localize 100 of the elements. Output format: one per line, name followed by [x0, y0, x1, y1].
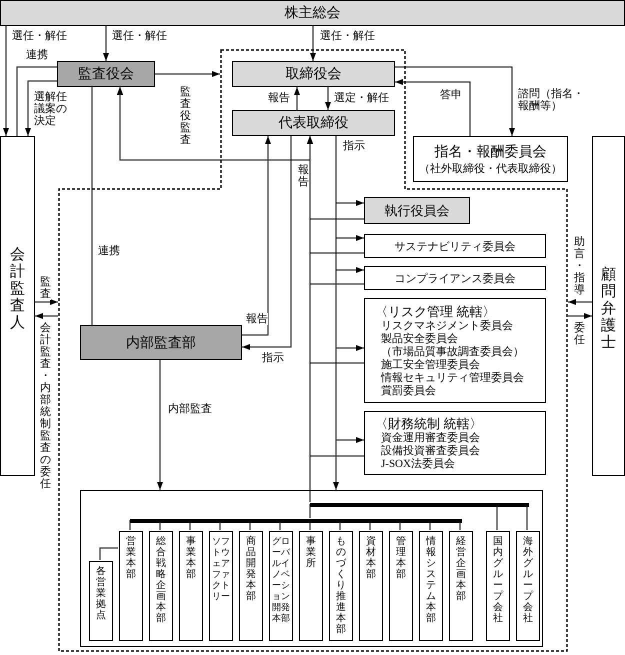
box-sublabel: （社外取締役・代表取締役）	[419, 162, 562, 176]
arrow	[34, 299, 58, 305]
edge-label: 選任・解任	[320, 30, 375, 42]
list-item: 製品安全委員会	[380, 333, 458, 346]
org-box	[364, 197, 470, 224]
arrow	[154, 71, 220, 77]
arrow	[242, 136, 292, 350]
arrow	[394, 79, 470, 136]
box-label: ものづくり推進本部	[336, 536, 346, 635]
edge-label: 選任・解任	[112, 30, 167, 42]
org-box	[89, 561, 113, 641]
org-box	[299, 531, 323, 641]
arrow	[310, 26, 316, 62]
arrow	[394, 66, 515, 136]
arrow	[103, 26, 109, 62]
arrow	[3, 26, 9, 136]
org-box	[329, 531, 353, 641]
arrow	[242, 136, 271, 336]
org-box	[209, 531, 233, 641]
edge-label: 指示	[262, 352, 284, 364]
edge-label: 報告	[268, 92, 290, 104]
org-box	[269, 531, 293, 641]
org-box	[449, 531, 473, 641]
edge-label: 連携	[26, 49, 48, 61]
box-heading: 〈リスク管理 統轄〉	[375, 303, 496, 320]
box-label: 国内グループ会社	[493, 536, 503, 624]
box-label: 指名・報酬委員会	[434, 143, 546, 160]
edge-label: 委任	[574, 322, 585, 346]
edge-label: 選任・解任	[12, 30, 67, 42]
list-item: J-SOX法委員会	[380, 458, 455, 471]
org-box	[359, 531, 383, 641]
bus-bar	[310, 503, 529, 507]
box-label: 経営企画本部	[456, 536, 466, 602]
box-label: 情報システム本部	[426, 536, 436, 624]
box-label: 事業本部	[186, 536, 196, 580]
org-box	[364, 266, 546, 290]
org-box	[389, 531, 413, 641]
org-box	[232, 61, 395, 87]
edge-label: 助言・指導	[574, 236, 585, 296]
arrow	[294, 86, 300, 110]
box-label: グローバルイノベーション開発本部	[271, 536, 291, 624]
list-item: リスクマネジメント委員会	[380, 320, 513, 332]
edge-label: 報告	[298, 164, 309, 188]
org-box	[179, 531, 203, 641]
org-box	[119, 531, 143, 641]
box-label: 事業所	[306, 536, 316, 569]
box-label: 代表取締役	[278, 114, 348, 132]
list-item: 資金運用審査委員会	[380, 432, 480, 444]
edge-label: 監査	[40, 276, 51, 300]
box-label: 商品開発本部	[246, 536, 256, 602]
box-label: 管理本部	[396, 536, 406, 580]
org-box	[486, 531, 510, 641]
box-label: 株主総会	[284, 4, 340, 22]
edge-label: 会計監査・内部統制監査の委任	[40, 322, 51, 490]
list-item: 情報セキュリティ管理委員会	[380, 372, 524, 384]
org-box	[0, 0, 625, 26]
edge-label: 指示	[343, 140, 365, 152]
bus-bar	[130, 519, 462, 523]
edge-label: 選定・解任	[334, 92, 389, 104]
org-box	[419, 531, 443, 641]
edge-label: 連携	[98, 245, 120, 257]
box-label: 執行役員会	[384, 202, 450, 220]
connector-line	[100, 548, 118, 560]
org-box	[57, 61, 155, 87]
box-label: コンプライアンス委員会	[394, 272, 516, 286]
edge-label: 報告	[246, 313, 268, 325]
box-label: 内部監査部	[126, 334, 196, 352]
arrow	[25, 80, 58, 136]
arrow	[568, 299, 592, 305]
box-label: サステナビリティ委員会	[394, 240, 516, 254]
box-label: 営業本部	[126, 536, 136, 580]
box-label: 顧問弁護士	[601, 267, 616, 352]
arrow	[568, 313, 592, 319]
list-item: 賞罰委員会	[380, 385, 436, 398]
org-box	[364, 234, 546, 258]
box-label: 資材本部	[366, 536, 376, 580]
box-label: ソフトウェアファクトリー	[211, 536, 231, 602]
org-box	[232, 110, 395, 136]
box-heading: 〈財務統制 統轄〉	[375, 415, 482, 432]
edge-label: 監査役監査	[180, 86, 191, 146]
box-label: 取締役会	[286, 65, 342, 83]
box-label: 海外グループ会社	[523, 536, 533, 624]
edge-label: 選解任議案の決定	[34, 91, 70, 127]
edge-label: 内部監査	[168, 403, 212, 415]
org-box	[80, 490, 543, 647]
box-label: 監査役会	[78, 66, 134, 83]
list-item: （市場品質事故調査委員会）	[380, 346, 524, 358]
org-box	[592, 136, 625, 476]
list-item: 施工安全管理委員会	[380, 359, 480, 372]
box-label: 各営業拠点	[96, 566, 106, 621]
org-box	[364, 411, 546, 475]
arrow	[157, 360, 163, 490]
list-item: 設備投資審査委員会	[380, 445, 480, 458]
org-box	[239, 531, 263, 641]
box-label: 総合戦略企画本部	[156, 536, 166, 624]
org-box	[364, 298, 546, 403]
org-box	[413, 136, 568, 182]
connector-line	[16, 66, 58, 136]
org-box	[516, 531, 540, 641]
org-box	[0, 136, 35, 476]
